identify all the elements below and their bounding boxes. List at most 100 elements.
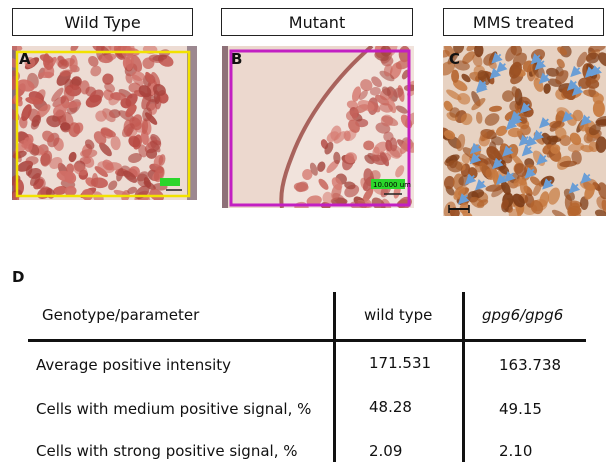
row-2-parameter: Cells with medium positive signal, % [36,400,312,418]
panel-a-nucleus [53,103,67,117]
table-header-rule [28,339,586,342]
panel-c-nucleus [585,78,600,89]
panel-c-nucleus [502,90,514,102]
panel-c-nucleus [453,46,465,54]
panel-b-nucleus [333,151,341,165]
panel-a-nucleus [60,122,71,131]
panel-c-nucleus [588,46,606,52]
panel-c-nucleus [486,146,501,161]
panel-c-nucleus [567,142,585,153]
panel-c-nucleus [484,113,500,126]
panel-a-title: Wild Type [12,8,193,36]
panel-c-nucleus [466,46,479,52]
panel-b-nucleus [344,152,357,164]
panel-a-nucleus [51,87,64,102]
panel-c-arrow [502,145,514,157]
panel-c-arrow [530,53,543,65]
panel-c-nucleus [556,58,565,69]
table-column-divider-1 [333,292,336,462]
panel-c-nucleus [588,86,596,98]
panel-c-nucleus [585,52,600,64]
panel-a-nucleus [68,122,81,138]
panel-a-nucleus [153,90,161,104]
panel-a-nucleus [90,177,108,189]
panel-c-nucleus [471,97,486,111]
panel-c-micrograph [443,46,606,216]
panel-a-letter: A [19,50,31,68]
row-1-gpg6: 163.738 [499,356,562,374]
panel-c-arrow [464,173,477,185]
panel-c-arrow [491,52,503,64]
panel-a-nucleus [107,46,123,53]
panel-c-nucleus [576,51,588,68]
panel-b-nucleus [302,169,313,180]
panel-a-nucleus [12,79,18,90]
panel-a-nucleus [128,135,141,148]
panel-c-nucleus [519,179,528,195]
panel-b-nucleus [383,64,393,77]
panel-c-arrow [538,72,551,84]
panel-a-nucleus [68,151,77,163]
panel-b-nucleus [395,105,408,114]
panel-a-image [12,46,197,200]
panel-c-arrow [570,65,582,78]
table-label: D [12,268,25,286]
panel-c-nucleus [505,46,517,62]
panel-a-nucleus [25,156,39,165]
panel-c-nucleus [595,136,606,153]
panel-c-nucleus [547,187,561,205]
panel-a-nucleus [12,46,23,51]
panel-a-nucleus [93,131,107,145]
panel-a-nucleus [59,69,73,77]
panel-c-nucleus [594,209,606,216]
panel-a-nucleus [42,130,55,143]
panel-a-nucleus [65,163,75,174]
panel-c-arrow [503,171,516,183]
panel-c-nucleus [443,130,456,140]
panel-a-nucleus [125,104,137,118]
panel-c-nucleus [443,61,455,76]
panel-a-nucleus [53,186,68,196]
panel-a-micrograph [12,46,197,200]
panel-b-scale-text: 10.000 um [373,181,411,189]
panel-c-nucleus [532,182,542,197]
panel-a-nucleus [80,148,98,158]
panel-c-arrow [580,114,592,126]
panel-b-nucleus [401,69,410,80]
header-gpg6: gpg6/gpg6 [482,306,564,324]
panel-c-nucleus [491,136,504,146]
panel-c-nucleus [456,133,466,152]
panel-b-nucleus [346,110,358,122]
panel-c-arrow [525,135,538,148]
panel-c-nucleus [453,60,470,71]
panel-c-nucleus [595,119,606,126]
panel-a-nucleus [49,156,63,170]
panel-a-nucleus [23,137,33,152]
panel-c-nucleus [588,123,601,136]
panel-b-nucleus [306,195,322,206]
row-2-wild-type: 48.28 [369,398,412,416]
panel-c-arrow [580,172,592,184]
panel-b-nucleus [309,162,318,176]
panel-a-nucleus [24,57,36,68]
panel-b-nucleus [379,102,394,113]
panel-c-arrow [469,152,482,165]
panel-a-nucleus [84,139,95,150]
panel-b-letter: B [231,50,243,68]
panel-b-nucleus [369,86,381,96]
panel-c-arrow [542,178,554,190]
panel-a-nucleus [85,94,102,108]
panel-c-nucleus [579,196,589,210]
panel-c-nucleus [496,125,508,137]
panel-c-nucleus [446,160,463,173]
row-3-gpg6: 2.10 [499,442,533,460]
panel-a-nucleus [123,170,138,183]
panel-a-nucleus [102,53,117,62]
panel-b-nucleus [346,100,359,110]
panel-c-nucleus [596,196,606,210]
panel-c-arrow [474,179,487,191]
panel-c-nucleus [460,113,473,126]
panel-c-nucleus [512,193,525,208]
panel-c-arrow [492,157,504,170]
panel-a-nucleus [125,73,133,84]
